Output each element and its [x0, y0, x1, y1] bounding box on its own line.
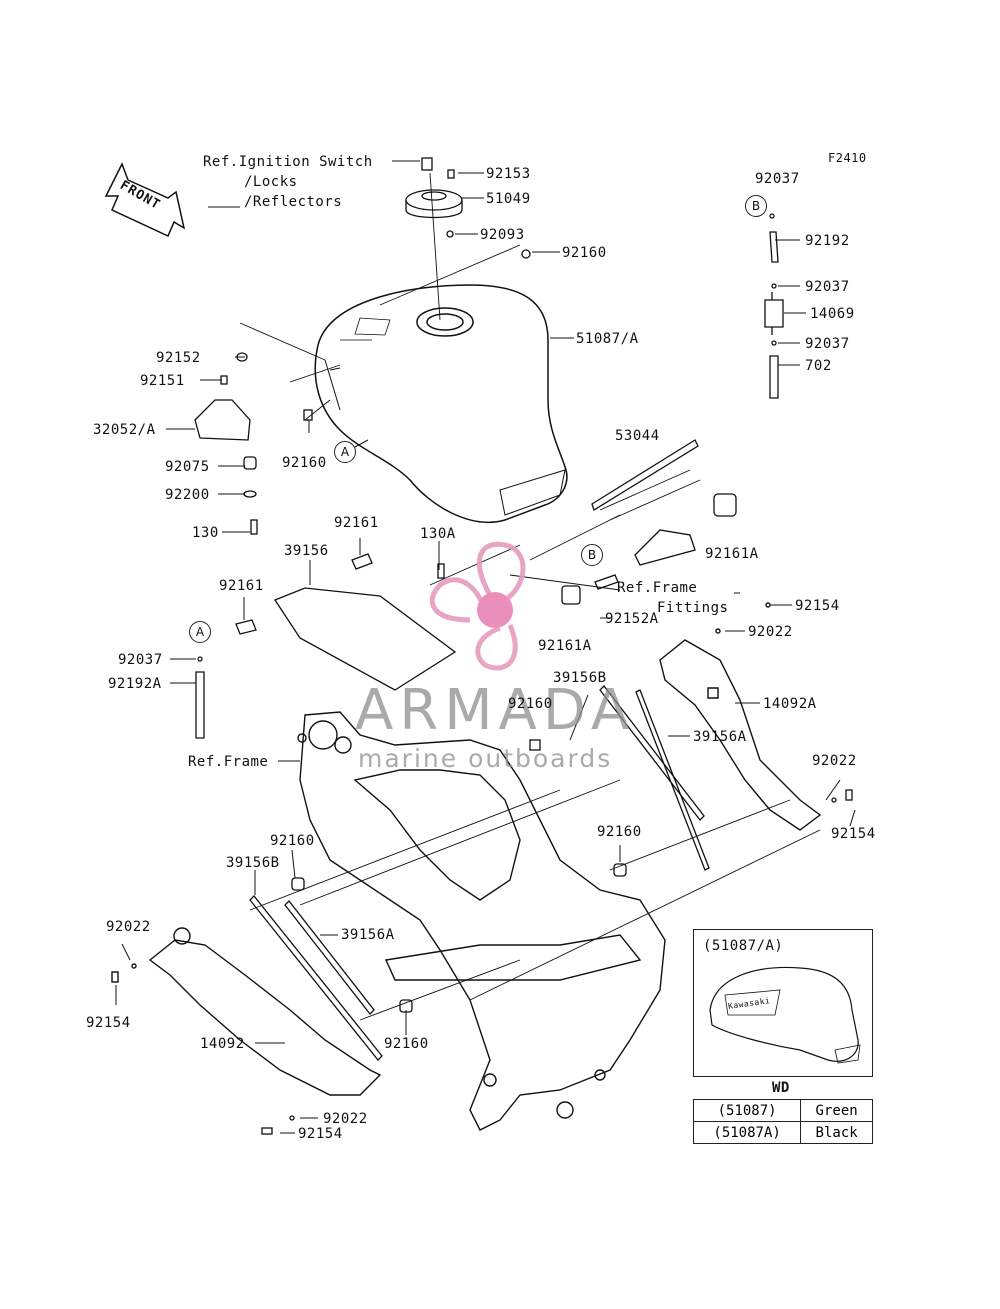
watermark-subtitle: marine outboards	[358, 744, 613, 773]
wd-color-cell: Green	[800, 1099, 873, 1122]
part-label: 92160	[270, 833, 315, 849]
wd-color-cell: Black	[800, 1121, 873, 1144]
inset-tank	[709, 966, 861, 1064]
callout-b-top: B	[745, 195, 767, 217]
ref-locks-label: /Locks	[244, 174, 298, 190]
part-label: 39156	[284, 543, 329, 559]
ref-frame-fittings-label: Fittings	[657, 600, 729, 616]
callout-a-tank: A	[334, 441, 356, 463]
part-label: 92037	[805, 279, 850, 295]
part-label: 92160	[282, 455, 327, 471]
rails-39156	[249, 685, 853, 1135]
guide-lines	[239, 172, 821, 1021]
part-label: 51049	[486, 191, 531, 207]
callout-a-left: A	[189, 621, 211, 643]
ref-frame-fittings-label: Ref.Frame	[617, 580, 698, 596]
watermark-title: ARMADA	[355, 678, 636, 743]
table-row: (51087) Green	[692, 1099, 873, 1122]
part-label: 39156A	[693, 729, 747, 745]
callout-b-tank: B	[581, 544, 603, 566]
seat-bracket	[437, 493, 737, 605]
part-label: 92022	[748, 624, 793, 640]
part-label: 92151	[140, 373, 185, 389]
trim-strip-53044	[591, 439, 699, 511]
ref-reflectors-label: /Reflectors	[244, 194, 343, 210]
part-label: 92200	[165, 487, 210, 503]
part-label: 92075	[165, 459, 210, 475]
inset-title: (51087/A)	[703, 938, 784, 954]
part-label: 51087/A	[576, 331, 639, 347]
part-label: 92152A	[605, 611, 659, 627]
front-arrow-icon	[104, 162, 186, 238]
part-label: 92161A	[705, 546, 759, 562]
fuel-tank-51087	[314, 284, 568, 523]
part-label: 92022	[106, 919, 151, 935]
leader-lines	[115, 160, 856, 1134]
wd-table: (51087) Green (51087A) Black	[692, 1099, 873, 1144]
side-cover-14092	[111, 927, 382, 1096]
part-label: 92192A	[108, 676, 162, 692]
part-label: 14092	[200, 1036, 245, 1052]
part-label: 92161	[334, 515, 379, 531]
part-label: 92037	[805, 336, 850, 352]
wd-part-cell: (51087)	[692, 1099, 802, 1122]
figure-code: F2410	[828, 151, 867, 165]
table-row: (51087A) Black	[692, 1121, 873, 1144]
part-label: 32052/A	[93, 422, 156, 438]
part-label: 53044	[615, 428, 660, 444]
part-label: 39156B	[553, 670, 607, 686]
watermark-logo-icon	[429, 541, 526, 671]
part-label: 92154	[86, 1015, 131, 1031]
part-label: 92154	[298, 1126, 343, 1142]
part-label: 130A	[420, 526, 456, 542]
pad-39156	[235, 553, 457, 691]
part-label: 92152	[156, 350, 201, 366]
part-label: 39156A	[341, 927, 395, 943]
part-label: 130	[192, 525, 219, 541]
inset-box	[693, 929, 873, 1077]
part-label: 14092A	[763, 696, 817, 712]
part-label: 92154	[795, 598, 840, 614]
part-label: 92022	[812, 753, 857, 769]
part-label: 92093	[480, 227, 525, 243]
wd-part-cell: (51087A)	[692, 1121, 802, 1144]
frame	[297, 711, 666, 1131]
hose-left	[195, 656, 205, 739]
part-label: 702	[805, 358, 832, 374]
hose-assembly-right	[764, 213, 784, 399]
part-label: 92022	[323, 1111, 368, 1127]
part-label: 92161A	[538, 638, 592, 654]
bracket-parts-left	[194, 352, 313, 535]
part-label: 92153	[486, 166, 531, 182]
part-label: 92037	[755, 171, 800, 187]
part-label: 92160	[384, 1036, 429, 1052]
part-label: 92192	[805, 233, 850, 249]
part-label: 92160	[597, 824, 642, 840]
part-label: 92161	[219, 578, 264, 594]
part-label: 39156B	[226, 855, 280, 871]
part-label: 92154	[831, 826, 876, 842]
fuel-cap-51049	[405, 157, 531, 259]
ref-frame-label: Ref.Frame	[188, 754, 269, 770]
ref-ignition-switch-label: Ref.Ignition Switch	[203, 154, 373, 170]
part-label: 14069	[810, 306, 855, 322]
wd-header: WD	[772, 1080, 790, 1096]
part-label: 92160	[562, 245, 607, 261]
part-label: 92037	[118, 652, 163, 668]
side-cover-14092A	[659, 602, 822, 831]
part-label: 92160	[508, 696, 553, 712]
